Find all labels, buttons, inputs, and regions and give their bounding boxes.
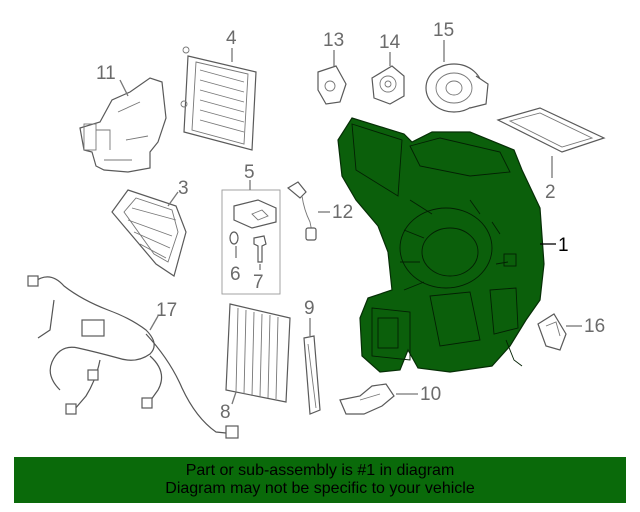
callout-5: 5 bbox=[244, 162, 255, 183]
callout-9: 9 bbox=[304, 298, 315, 319]
parts-diagram: 11 4 13 14 15 2 bbox=[27, 20, 606, 439]
part-2-filter-frame bbox=[496, 107, 606, 153]
part-14-actuator bbox=[371, 65, 405, 105]
callout-1: 1 bbox=[558, 235, 569, 256]
part-11-bracket bbox=[79, 77, 167, 173]
callout-11: 11 bbox=[96, 63, 116, 84]
part-3-vent-grille bbox=[111, 189, 187, 277]
part-15-blower-motor bbox=[425, 63, 489, 113]
part-1-hvac-housing bbox=[337, 117, 545, 373]
banner-line-1: Part or sub-assembly is #1 in diagram bbox=[185, 462, 455, 479]
callout-16: 16 bbox=[584, 316, 605, 337]
part-8-cabin-filter bbox=[225, 303, 291, 403]
callout-13: 13 bbox=[323, 30, 344, 51]
part-12-sensor bbox=[286, 181, 317, 241]
callout-2: 2 bbox=[545, 182, 556, 203]
part-13-sensor bbox=[317, 65, 347, 105]
part-10-connector bbox=[339, 383, 395, 415]
banner-line-2: Diagram may not be specific to your vehi… bbox=[165, 480, 475, 497]
part-4-evaporator-core bbox=[180, 46, 257, 151]
part-5-group bbox=[221, 189, 281, 295]
callout-6: 6 bbox=[230, 264, 241, 285]
part-16-clip bbox=[537, 313, 567, 351]
callout-17: 17 bbox=[156, 300, 177, 321]
callout-3: 3 bbox=[178, 178, 189, 199]
part-9-duct bbox=[303, 335, 321, 415]
callout-12: 12 bbox=[332, 202, 353, 223]
callout-14: 14 bbox=[379, 32, 401, 53]
callout-4: 4 bbox=[226, 28, 237, 49]
callout-15: 15 bbox=[433, 20, 454, 41]
callout-8: 8 bbox=[220, 402, 231, 423]
callout-10: 10 bbox=[420, 384, 441, 405]
info-banner: Part or sub-assembly is #1 in diagram Di… bbox=[14, 457, 626, 503]
part-17-wiring-harness bbox=[27, 275, 239, 439]
callout-7: 7 bbox=[253, 272, 264, 293]
